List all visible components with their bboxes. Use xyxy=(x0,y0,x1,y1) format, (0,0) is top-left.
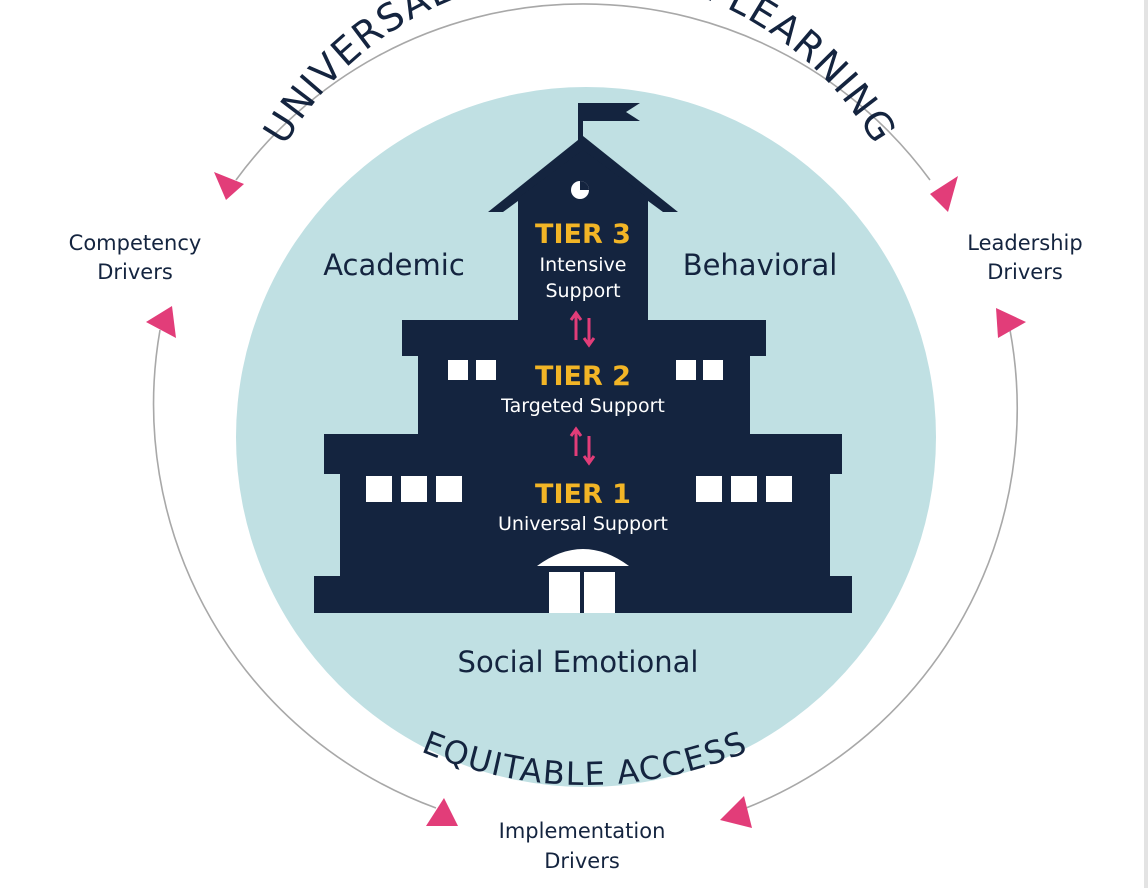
domain-behavioral: Behavioral xyxy=(683,248,838,282)
flag-pole xyxy=(578,103,583,145)
lower-eave xyxy=(324,434,842,474)
flag-icon xyxy=(583,103,640,121)
window xyxy=(476,360,496,380)
arrowhead-top-right xyxy=(930,176,958,212)
driver-implementation-line2: Drivers xyxy=(544,849,620,873)
tier3-line2: Support xyxy=(545,280,620,302)
door-right xyxy=(584,572,615,613)
tier-arrows-upper xyxy=(569,310,596,348)
arrowhead-right xyxy=(996,308,1026,338)
tier2-title: TIER 2 xyxy=(535,361,631,392)
window xyxy=(366,476,392,502)
door-arch xyxy=(537,549,629,566)
domain-academic: Academic xyxy=(323,248,465,282)
windows xyxy=(366,360,792,502)
window xyxy=(766,476,792,502)
tier-arrows-lower xyxy=(569,426,596,466)
arrowhead-top-left xyxy=(214,172,244,200)
window xyxy=(703,360,723,380)
arrowhead-left xyxy=(146,306,176,338)
driver-competency-line1: Competency xyxy=(69,231,202,255)
door-left xyxy=(549,572,580,613)
arrowhead-bottom-right xyxy=(720,796,752,828)
driver-competency-line2: Drivers xyxy=(97,260,173,284)
right-edge-border xyxy=(1144,0,1148,888)
domain-social-emotional: Social Emotional xyxy=(458,645,699,679)
tier1-line1: Universal Support xyxy=(498,513,668,535)
base xyxy=(314,576,852,613)
ring-arc-left xyxy=(152,329,437,809)
tier3-title: TIER 3 xyxy=(535,219,631,250)
tier2-line1: Targeted Support xyxy=(500,395,665,417)
tier1-title: TIER 1 xyxy=(535,479,631,510)
driver-implementation-line1: Implementation xyxy=(499,819,666,843)
window xyxy=(731,476,757,502)
outer-ring xyxy=(152,3,1018,809)
driver-leadership-line1: Leadership xyxy=(967,231,1082,255)
window xyxy=(696,476,722,502)
window xyxy=(448,360,468,380)
window xyxy=(676,360,696,380)
ring-arrowheads xyxy=(146,172,1026,828)
arrowhead-bottom-left xyxy=(426,798,458,826)
clock-icon xyxy=(571,181,589,199)
window xyxy=(401,476,427,502)
ring-arc-top xyxy=(235,3,931,181)
driver-leadership-line2: Drivers xyxy=(987,260,1063,284)
tower xyxy=(518,150,648,322)
ring-arc-right xyxy=(745,329,1018,809)
door-icon xyxy=(537,549,629,613)
window xyxy=(436,476,462,502)
tier3-line1: Intensive xyxy=(540,254,627,276)
